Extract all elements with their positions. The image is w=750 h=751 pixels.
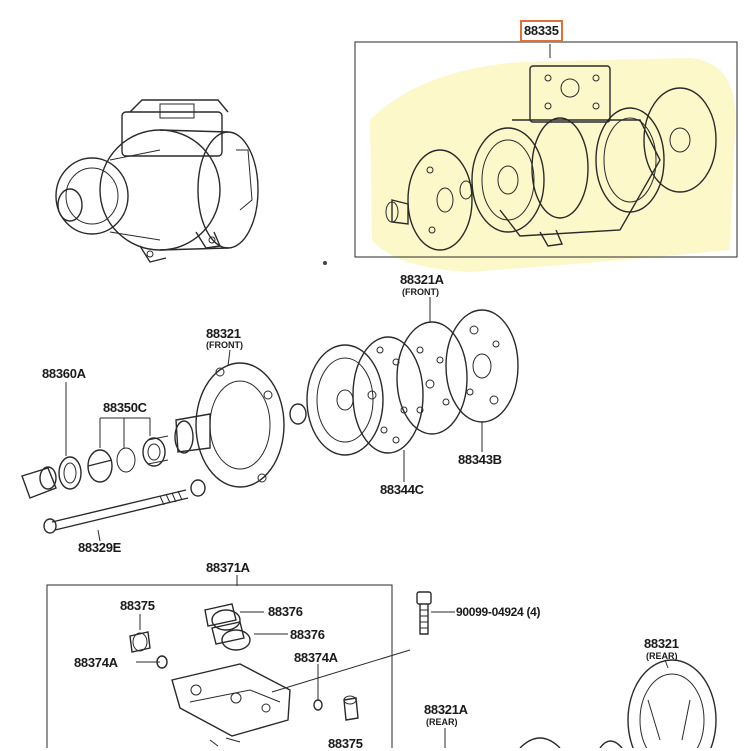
rear-note: (REAR) xyxy=(426,717,458,727)
control-valve-icon xyxy=(129,603,359,747)
part-label-88374a[interactable]: 88374A xyxy=(294,650,338,665)
leader-lines xyxy=(65,297,669,748)
part-label-88321-front[interactable]: 88321 xyxy=(206,326,241,341)
part-label-88321a-front[interactable]: 88321A xyxy=(400,272,444,287)
front-note: (FRONT) xyxy=(206,340,243,350)
rear-housing-icon xyxy=(627,659,717,748)
part-label-88375[interactable]: 88375 xyxy=(120,598,155,613)
part-label-88335[interactable]: 88335 xyxy=(524,23,559,38)
part-label-88376[interactable]: 88376 xyxy=(268,604,303,619)
front-note: (FRONT) xyxy=(402,287,439,297)
part-label-88375[interactable]: 88375 xyxy=(328,736,363,751)
clutch-set-icon xyxy=(385,65,717,251)
part-label-88321a-rear[interactable]: 88321A xyxy=(424,702,468,717)
front-housing-icon xyxy=(174,362,307,488)
seal-collar-icon xyxy=(21,435,169,499)
valve-plate-icon xyxy=(306,309,519,456)
group-88371a-frame xyxy=(46,584,393,748)
part-label-88343b[interactable]: 88343B xyxy=(458,452,502,467)
part-label-88321-rear[interactable]: 88321 xyxy=(644,636,679,651)
part-label-88350c[interactable]: 88350C xyxy=(103,400,147,415)
group-88335-frame xyxy=(354,41,738,258)
part-label-88371a[interactable]: 88371A xyxy=(206,560,250,575)
part-label-88360a[interactable]: 88360A xyxy=(42,366,86,381)
rear-plate-icon xyxy=(519,737,623,748)
rear-note: (REAR) xyxy=(646,651,678,661)
through-bolt-icon xyxy=(43,479,206,534)
part-label-88376[interactable]: 88376 xyxy=(290,627,325,642)
highlighted-part-box[interactable]: 88335 xyxy=(520,20,563,42)
part-label-88329e[interactable]: 88329E xyxy=(78,540,122,555)
compressor-assembly-icon xyxy=(55,99,259,263)
part-label-90099-04924[interactable]: 90099-04924 (4) xyxy=(456,605,541,619)
highlight-area xyxy=(370,58,736,272)
part-label-88374a[interactable]: 88374A xyxy=(74,655,118,670)
part-label-88344c[interactable]: 88344C xyxy=(380,482,424,497)
bolt-icon xyxy=(416,591,432,635)
